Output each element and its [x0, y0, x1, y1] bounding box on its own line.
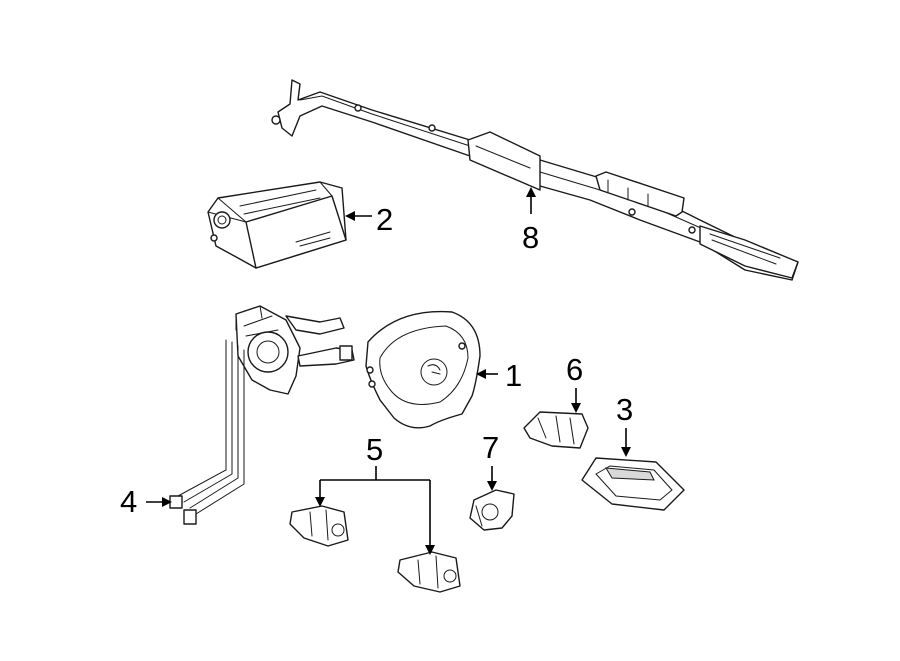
control-module-part-3 [581, 457, 685, 511]
callout-8: 8 [522, 220, 539, 255]
callout-7: 7 [482, 430, 499, 465]
sensor-part-7 [469, 489, 515, 531]
callout-5: 5 [366, 432, 383, 467]
callout-6: 6 [566, 352, 583, 387]
callout-1: 1 [505, 358, 522, 393]
passenger-airbag-part-2 [207, 181, 347, 269]
leader-lines [146, 187, 631, 555]
callout-2: 2 [376, 202, 393, 237]
callout-4: 4 [120, 484, 137, 519]
callout-3: 3 [616, 392, 633, 427]
driver-airbag-part-1 [365, 310, 481, 429]
impact-sensor-lower-part-5 [397, 551, 461, 593]
clock-spring-part-4 [169, 305, 355, 525]
module-part-6 [523, 411, 589, 449]
curtain-airbag-part-8 [271, 79, 799, 281]
impact-sensor-upper-part-5 [289, 505, 349, 547]
